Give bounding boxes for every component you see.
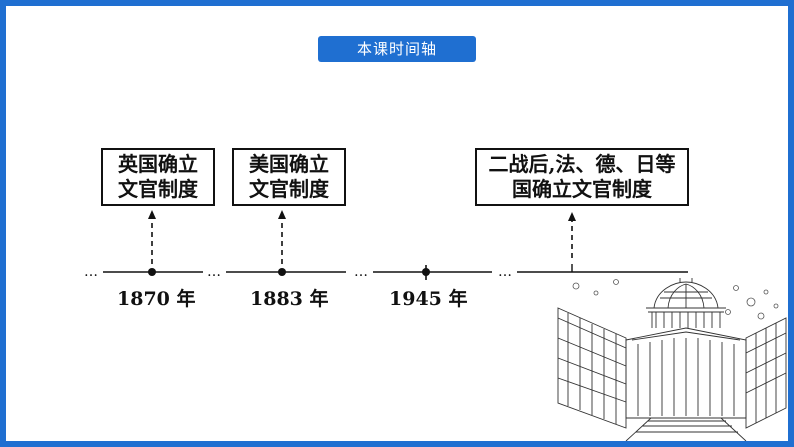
arrowhead-1870: [148, 210, 156, 219]
point-1870: [148, 268, 156, 276]
ellipsis-1: …: [84, 264, 98, 280]
ellipsis-4: …: [498, 264, 512, 280]
point-1883: [278, 268, 286, 276]
arrowhead-1883: [278, 210, 286, 219]
timeline-title: 本课时间轴: [318, 36, 476, 62]
event-box-usa: 美国确立 文官制度: [232, 148, 346, 206]
year-1883: 1883 年: [250, 288, 329, 310]
event-box-postwar: 二战后,法、德、日等 国确立文官制度: [475, 148, 689, 206]
event-postwar-line2: 国确立文官制度: [512, 177, 652, 201]
arrowhead-postwar: [568, 212, 576, 221]
event-britain-line1: 英国确立: [118, 152, 198, 176]
event-box-britain: 英国确立 文官制度: [101, 148, 215, 206]
event-usa-line1: 美国确立: [249, 152, 329, 176]
year-1870: 1870 年: [117, 288, 196, 310]
ellipsis-3: …: [354, 264, 368, 280]
timeline-axis: … … … …: [84, 210, 688, 280]
capitol-building-sketch: [557, 278, 787, 441]
slide: 本课时间轴 英国确立 文官制度 美国确立 文官制度 二战后,法、德、日等 国确立…: [6, 6, 788, 441]
event-usa-line2: 文官制度: [249, 177, 329, 201]
ellipsis-2: …: [207, 264, 221, 280]
event-postwar-line1: 二战后,法、德、日等: [488, 152, 676, 176]
year-1945: 1945 年: [389, 288, 468, 310]
event-britain-line2: 文官制度: [118, 177, 198, 201]
